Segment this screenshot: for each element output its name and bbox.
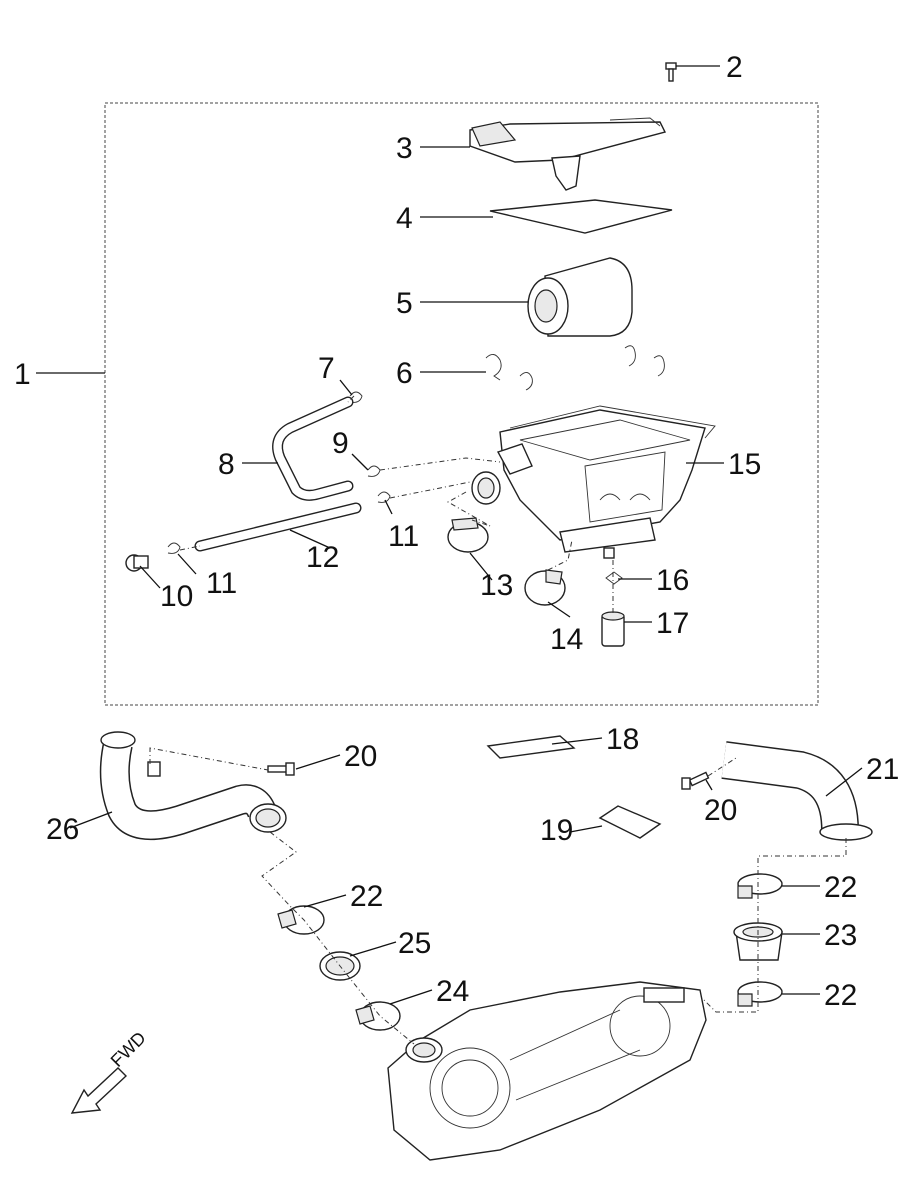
callout-10: 10 <box>160 580 193 613</box>
part-3-airbox-cover <box>469 117 667 191</box>
callout-20-left: 20 <box>344 740 377 773</box>
part-22-clamp-right-lower <box>737 981 783 1007</box>
callout-1: 1 <box>14 358 31 391</box>
cvt-cover-housing <box>387 981 707 1161</box>
part-21-outlet-duct <box>721 741 873 841</box>
part-20-bolt-left <box>267 762 295 776</box>
callout-22-right-upper: 22 <box>824 871 857 904</box>
callout-20-right: 20 <box>704 794 737 827</box>
callout-13: 13 <box>480 569 513 602</box>
callout-23: 23 <box>824 919 857 952</box>
callout-8: 8 <box>218 448 235 481</box>
callout-3: 3 <box>396 132 413 165</box>
part-18-pad <box>486 735 576 759</box>
callout-22-right-lower: 22 <box>824 979 857 1012</box>
callout-14: 14 <box>550 623 583 656</box>
callout-6: 6 <box>396 357 413 390</box>
callout-16: 16 <box>656 564 689 597</box>
part-22-clamp-left <box>277 905 325 935</box>
fwd-label: FWD <box>107 1028 150 1071</box>
part-16-drain-clip <box>605 571 623 585</box>
callout-4: 4 <box>396 202 413 235</box>
callout-numbers: 2 3 4 5 6 1 7 8 9 15 11 12 11 10 13 16 1… <box>14 51 899 1012</box>
callout-2: 2 <box>726 51 743 84</box>
callout-17: 17 <box>656 607 689 640</box>
callout-7: 7 <box>318 352 335 385</box>
part-15-airbox-housing <box>471 405 716 559</box>
part-14-band-clamp <box>524 569 566 606</box>
part-26-intake-duct <box>99 731 287 841</box>
callout-11-lower: 11 <box>206 567 237 600</box>
part-5-air-filter <box>527 257 633 337</box>
callout-25: 25 <box>398 927 431 960</box>
part-11-hose-clamp-lower <box>167 542 181 554</box>
leader-lines <box>36 65 863 1005</box>
part-17-drain-tube <box>601 611 625 647</box>
callout-5: 5 <box>396 287 413 320</box>
part-24-clamp <box>355 1001 401 1031</box>
assembly-routing-lines <box>149 395 847 1045</box>
part-12-straight-hose <box>194 502 362 552</box>
part-10-plug <box>125 554 149 572</box>
part-20-bolt-right <box>681 771 710 790</box>
callout-12: 12 <box>306 541 339 574</box>
callout-19: 19 <box>540 814 573 847</box>
part-2-bolt <box>665 62 677 82</box>
part-9-hose-clamp <box>367 465 381 477</box>
part-13-band-clamp <box>447 517 489 553</box>
part-6-clips <box>485 345 665 391</box>
assembly-boundary-box <box>104 102 819 706</box>
part-19-label <box>598 805 662 839</box>
part-11-hose-clamp-upper <box>377 491 391 503</box>
callout-21: 21 <box>866 753 899 786</box>
forward-direction-arrow: FWD <box>70 1028 150 1114</box>
callout-22-left: 22 <box>350 880 383 913</box>
part-22-clamp-right-upper <box>737 873 783 899</box>
callout-11-upper: 11 <box>388 520 419 553</box>
callout-26: 26 <box>46 813 79 846</box>
callout-18: 18 <box>606 723 639 756</box>
part-7-hose-clamp <box>349 391 363 403</box>
part-4-filter-plate <box>489 199 673 234</box>
callout-9: 9 <box>332 427 349 460</box>
callout-15: 15 <box>728 448 761 481</box>
callout-24: 24 <box>436 975 469 1008</box>
